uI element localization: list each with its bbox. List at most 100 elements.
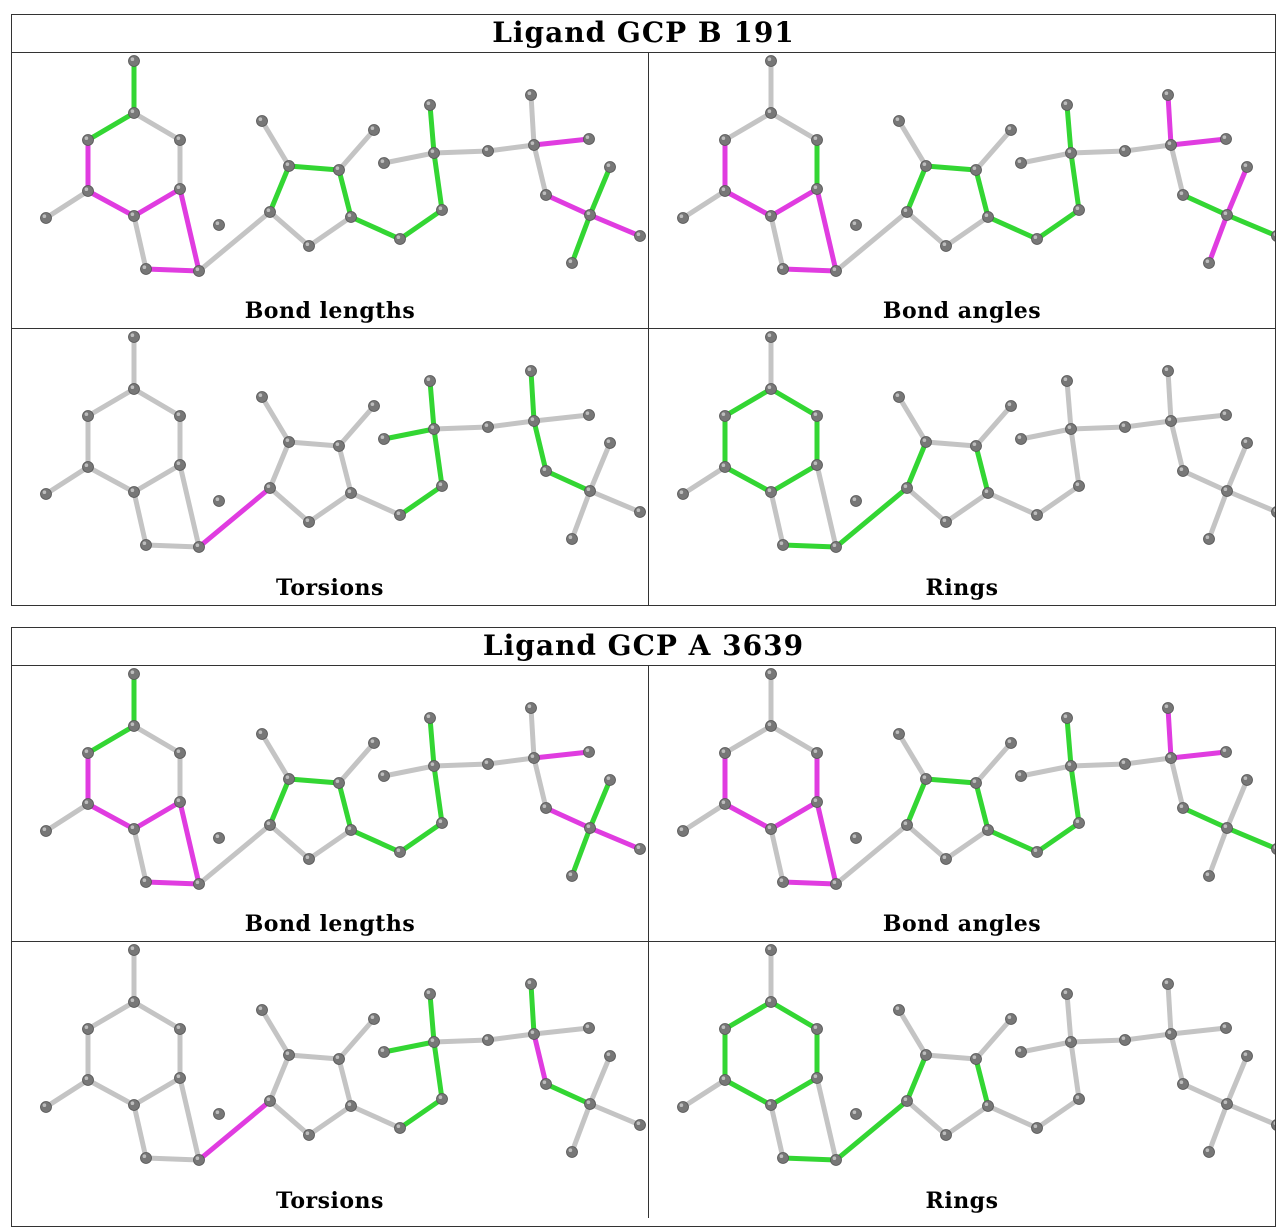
bond bbox=[85, 464, 137, 495]
bond bbox=[528, 705, 537, 761]
atom bbox=[970, 440, 982, 452]
bond bbox=[485, 418, 537, 430]
bond bbox=[768, 462, 820, 495]
atom bbox=[634, 1119, 646, 1131]
atom-highlight bbox=[130, 385, 135, 389]
bond bbox=[833, 1098, 910, 1163]
bond bbox=[722, 464, 774, 495]
molecule-diagram bbox=[677, 944, 1275, 1166]
atom-highlight bbox=[542, 191, 547, 195]
bond bbox=[348, 214, 403, 242]
atom-highlight bbox=[721, 800, 726, 804]
bond bbox=[543, 192, 593, 218]
atom bbox=[436, 480, 448, 492]
atom bbox=[850, 495, 862, 507]
bond bbox=[43, 464, 91, 497]
atom-highlight bbox=[1067, 1038, 1072, 1042]
atom bbox=[174, 796, 186, 808]
atom bbox=[719, 1074, 731, 1086]
atom bbox=[368, 124, 380, 136]
atom-highlight bbox=[484, 423, 489, 427]
bond bbox=[1168, 749, 1229, 761]
bond bbox=[397, 820, 445, 855]
bond bbox=[336, 1056, 354, 1109]
bond bbox=[431, 148, 491, 156]
atom bbox=[345, 211, 357, 223]
atom-highlight bbox=[1063, 101, 1068, 105]
atom-highlight bbox=[305, 518, 310, 522]
bond bbox=[348, 827, 403, 855]
atom-highlight bbox=[895, 393, 900, 397]
atom bbox=[677, 212, 689, 224]
bond bbox=[896, 118, 929, 169]
bond bbox=[1206, 1101, 1230, 1155]
bond bbox=[431, 1039, 445, 1102]
bond bbox=[267, 822, 312, 862]
atom-highlight bbox=[568, 259, 573, 263]
bond bbox=[904, 485, 949, 525]
bond bbox=[143, 879, 202, 887]
bond bbox=[1180, 468, 1230, 494]
atom bbox=[1221, 1098, 1233, 1110]
atom-highlight bbox=[903, 208, 908, 212]
atom-highlight bbox=[586, 211, 591, 215]
atom bbox=[893, 1004, 905, 1016]
atom-highlight bbox=[370, 402, 375, 406]
atom bbox=[1241, 774, 1253, 786]
atom-highlight bbox=[585, 135, 590, 139]
atom bbox=[140, 1152, 152, 1164]
atom-highlight bbox=[903, 484, 908, 488]
atom bbox=[333, 777, 345, 789]
atom bbox=[765, 383, 777, 395]
bond bbox=[1068, 424, 1128, 432]
atom bbox=[1031, 509, 1043, 521]
bond bbox=[973, 780, 991, 833]
atom-highlight bbox=[972, 779, 977, 783]
atom-highlight bbox=[1007, 126, 1012, 130]
atom-highlight bbox=[779, 1154, 784, 1158]
bond bbox=[973, 1056, 991, 1109]
atom bbox=[719, 185, 731, 197]
atom-highlight bbox=[922, 438, 927, 442]
atom-highlight bbox=[176, 1074, 181, 1078]
atom-highlight bbox=[586, 487, 591, 491]
atom-highlight bbox=[527, 704, 532, 708]
atom bbox=[1065, 1036, 1077, 1048]
atom bbox=[901, 1095, 913, 1107]
bond bbox=[1224, 1101, 1275, 1127]
atom-highlight bbox=[585, 1024, 590, 1028]
bond bbox=[680, 188, 728, 221]
atom bbox=[40, 488, 52, 500]
atom-highlight bbox=[832, 543, 837, 547]
atom-highlight bbox=[1063, 377, 1068, 381]
atom bbox=[1241, 161, 1253, 173]
atom-highlight bbox=[1179, 191, 1184, 195]
panel-bond-lengths: Bond lengths bbox=[12, 53, 649, 329]
bond bbox=[531, 1025, 592, 1037]
atom bbox=[368, 400, 380, 412]
ligand-block-2: Ligand GCP A 3639 Bond lengths Bond angl… bbox=[11, 627, 1276, 1227]
atom bbox=[128, 210, 140, 222]
atom bbox=[811, 796, 823, 808]
atom bbox=[583, 409, 595, 421]
atom-highlight bbox=[130, 998, 135, 1002]
atom-highlight bbox=[1017, 1048, 1022, 1052]
atom bbox=[1015, 433, 1027, 445]
bond bbox=[814, 1075, 839, 1163]
atom-highlight bbox=[176, 749, 181, 753]
bond bbox=[43, 1077, 91, 1110]
atom-highlight bbox=[813, 749, 818, 753]
atom-highlight bbox=[767, 57, 772, 61]
panel-rings: Rings bbox=[649, 329, 1275, 605]
atom bbox=[174, 1072, 186, 1084]
atom bbox=[719, 410, 731, 422]
atom bbox=[540, 189, 552, 201]
atom-highlight bbox=[895, 730, 900, 734]
atom bbox=[128, 1099, 140, 1111]
atom bbox=[1015, 157, 1027, 169]
atom-highlight bbox=[430, 149, 435, 153]
atom-highlight bbox=[195, 1156, 200, 1160]
atom-highlight bbox=[380, 435, 385, 439]
atom bbox=[982, 1100, 994, 1112]
atom-highlight bbox=[895, 1006, 900, 1010]
